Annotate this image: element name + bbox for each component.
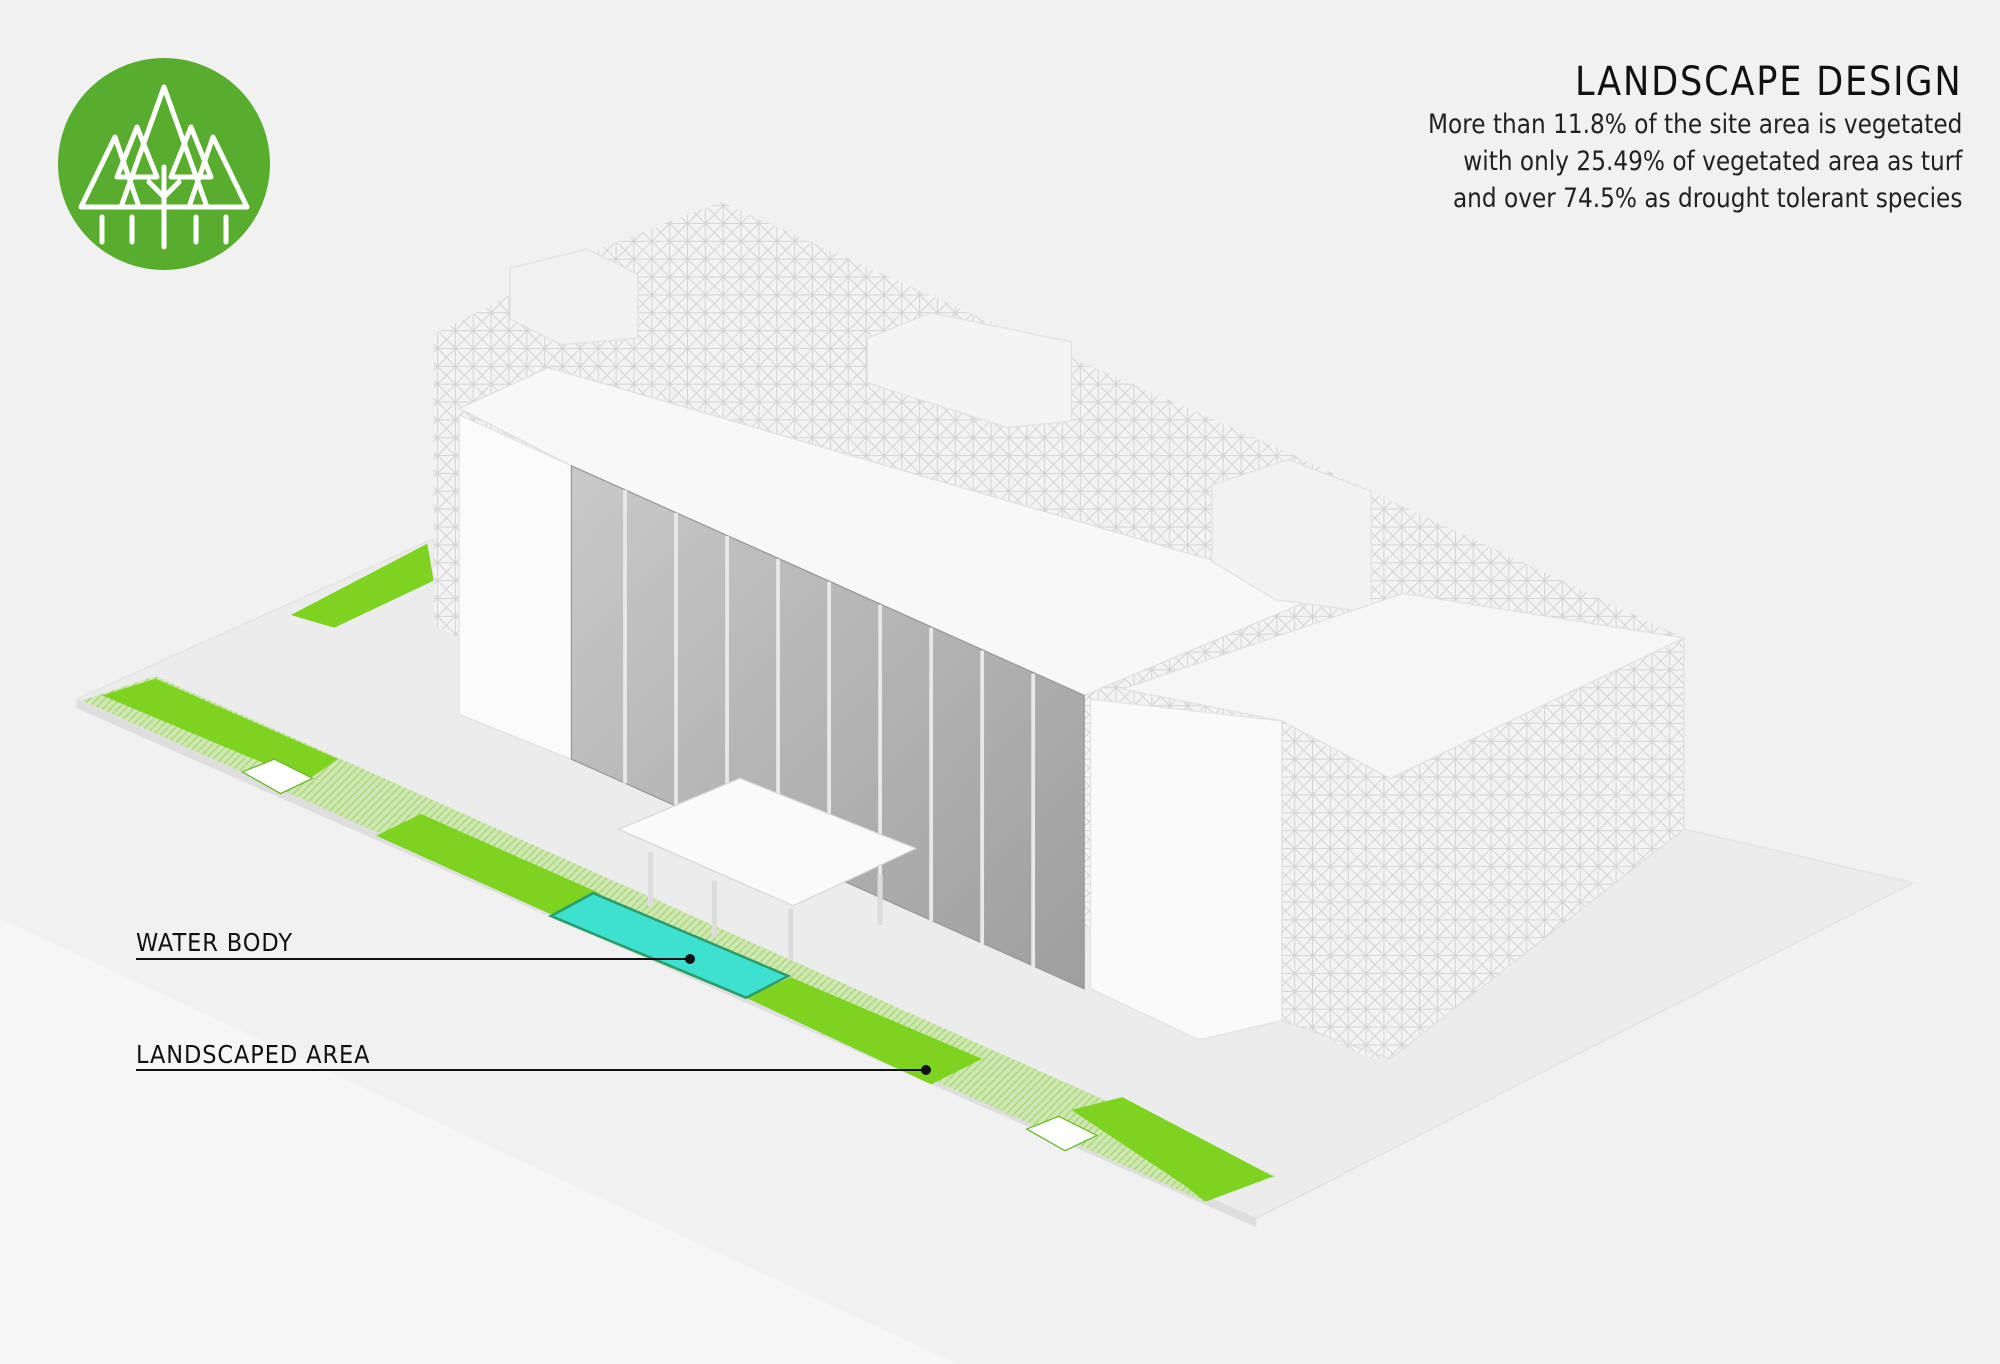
roof-unit [509,248,639,346]
description-line: with only 25.49% of vegetated area as tu… [1462,146,1962,177]
water-body-marker [685,954,695,964]
page-title: LANDSCAPE DESIGN [1574,59,1962,105]
roof [457,366,1329,697]
description-line: More than 11.8% of the site area is vege… [1427,109,1962,140]
roof-unit [866,312,1073,429]
ground-shadow [0,918,957,1364]
right-white-block [1089,698,1283,1041]
planter-box [1025,1115,1099,1152]
water-body-label: WATER BODY [136,928,294,957]
landscaped-area [102,678,339,781]
landscaped-area [746,977,983,1085]
right-block-roof [1120,592,1686,780]
description-line: and over 74.5% as drought tolerant speci… [1452,183,1962,214]
planter-box [240,758,314,795]
landscaped-area-label: LANDSCAPED AREA [136,1040,371,1069]
left-white-block [458,413,573,761]
trees-icon [58,58,270,270]
landscaped-area [376,814,600,917]
info-panel: LANDSCAPE DESIGN More than 11.8% of the … [1341,58,1962,217]
water-body [548,891,792,1000]
canopy-columns [647,852,883,960]
landscaped-area-marker [921,1065,931,1075]
landscaped-area [1071,1097,1273,1202]
water-body-leader-line [136,958,690,960]
entrance-canopy [617,777,918,907]
back-lawn [290,543,434,628]
landscaped-area-leader-line [136,1069,926,1071]
